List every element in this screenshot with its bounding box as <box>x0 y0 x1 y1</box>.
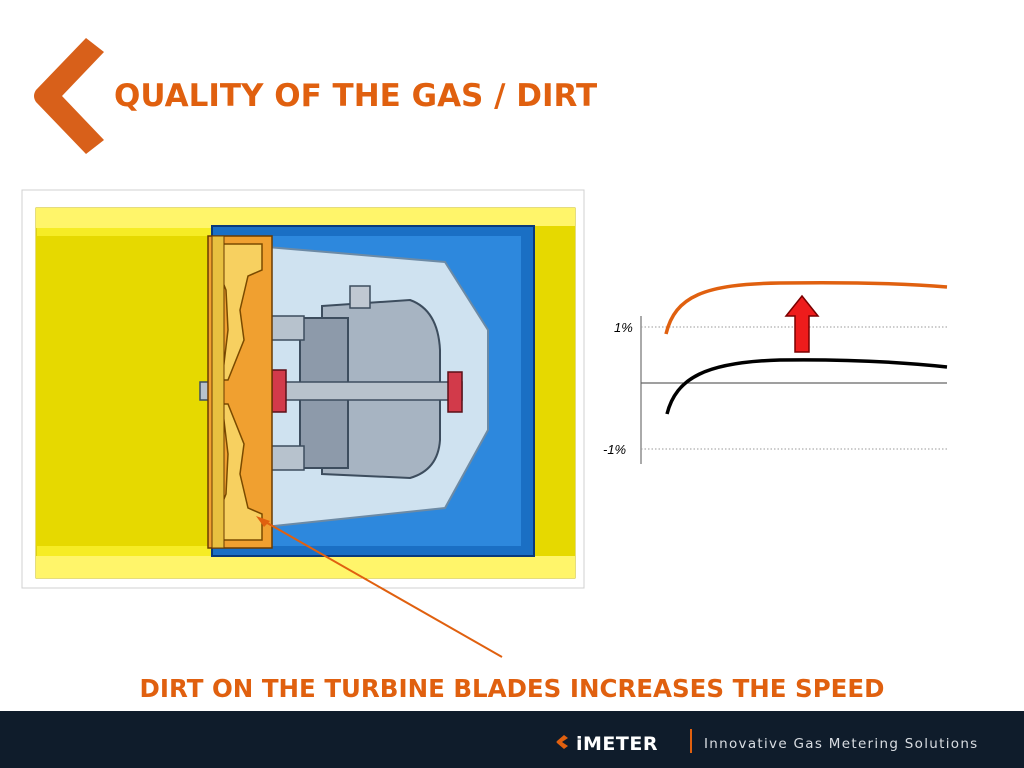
clean-speed-curve <box>665 358 948 415</box>
brand-name: METER <box>583 733 658 755</box>
dirty-speed-curve <box>664 280 948 335</box>
graph-lower-label: -1% <box>603 442 626 457</box>
brand-logo: iMETER <box>576 733 658 755</box>
brand-chevron-icon <box>556 735 568 749</box>
error-graph: 1% -1% <box>603 280 948 464</box>
slide-caption: DIRT ON THE TURBINE BLADES INCREASES THE… <box>139 674 885 703</box>
increase-arrow-icon <box>784 294 820 353</box>
footer-bar: iMETER Innovative Gas Metering Solutions <box>0 711 1024 768</box>
footer-tagline: Innovative Gas Metering Solutions <box>704 736 979 752</box>
brand-prefix: i <box>576 733 584 755</box>
slide-title: QUALITY OF THE GAS / DIRT <box>114 78 598 114</box>
graph-upper-label: 1% <box>614 320 633 335</box>
turbine-meter-diagram <box>21 189 585 589</box>
chevron-logo-icon <box>34 38 104 154</box>
footer-divider <box>690 729 692 753</box>
dirt-pointer-line <box>261 519 503 658</box>
